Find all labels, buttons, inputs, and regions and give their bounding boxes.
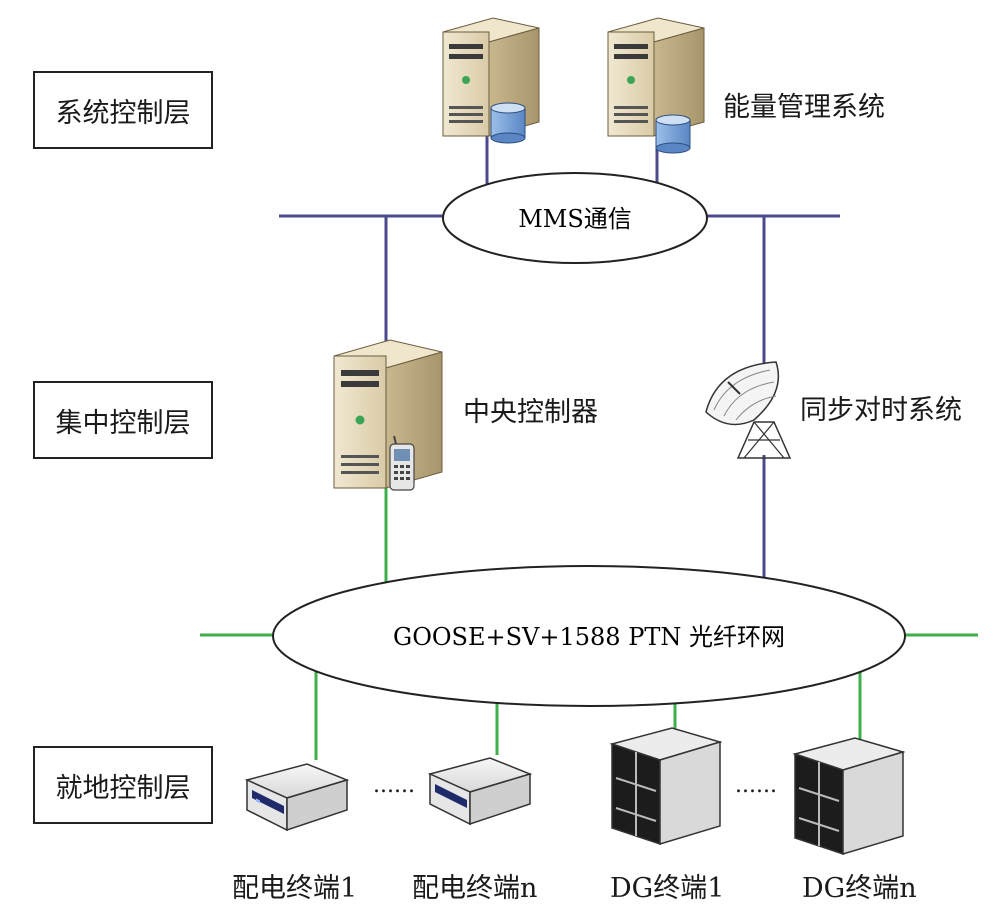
database-icon: [490, 102, 526, 144]
server-icon: [607, 17, 705, 154]
controller-server-icon: [333, 339, 443, 491]
time-sync-label: 同步对时系统: [800, 395, 962, 426]
database-icon: [655, 114, 691, 154]
dg-terminal-icon: [792, 737, 906, 856]
layer-local-label: 就地控制层: [55, 772, 191, 804]
satellite-dish-icon: [705, 361, 792, 459]
distribution-terminal-icon: [427, 757, 533, 826]
layer-central-label: 集中控制层: [55, 407, 191, 439]
ring-label: GOOSE+SV+1588 PTN 光纤环网: [393, 623, 785, 651]
layer-central: 集中控制层: [33, 381, 213, 459]
dist-terminal-n-label: 配电终端n: [412, 873, 538, 904]
dg-terminal-icon: [609, 727, 723, 846]
mobile-phone-icon: [389, 435, 415, 491]
distribution-terminal-icon: [244, 763, 350, 832]
ellipsis-dist: ......: [373, 773, 415, 798]
mms-network: MMS通信: [442, 172, 708, 264]
layer-system-label: 系统控制层: [55, 97, 191, 129]
mms-bus: [279, 135, 840, 578]
dist-terminal-1-label: 配电终端1: [232, 873, 358, 904]
dg-terminal-n-label: DG终端n: [802, 873, 917, 904]
dg-terminal-1-label: DG终端1: [610, 873, 725, 904]
server-icon: [442, 17, 540, 144]
ellipsis-dg: ......: [735, 773, 777, 798]
energy-mgmt-label: 能量管理系统: [723, 92, 885, 123]
central-controller-label: 中央控制器: [463, 397, 598, 428]
layer-system: 系统控制层: [33, 71, 213, 149]
layer-local: 就地控制层: [33, 746, 213, 824]
mms-label: MMS通信: [518, 205, 632, 233]
ring-network: GOOSE+SV+1588 PTN 光纤环网: [272, 565, 906, 707]
